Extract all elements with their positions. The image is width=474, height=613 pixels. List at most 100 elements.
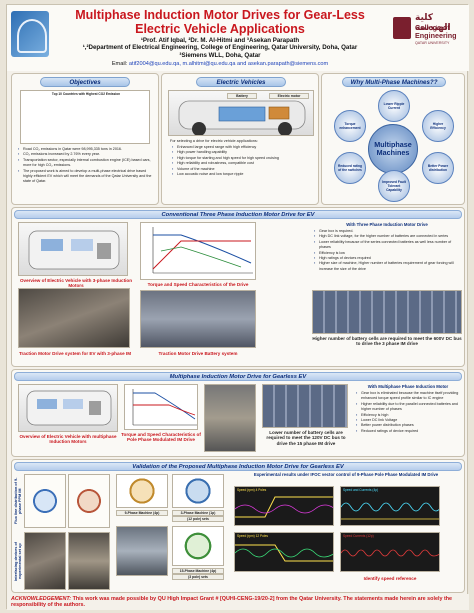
scope-speed-4p: Speed (rpm) 4 Poles bbox=[234, 486, 334, 526]
scope-label-2: Speed and Currents (4p) bbox=[343, 488, 379, 492]
objectives-bullets: Road CO₂ emissions in Qatar were 98,995,… bbox=[18, 147, 156, 185]
machine-15p-image bbox=[172, 526, 224, 566]
multiphase-right-heading: With Multiphase Phase Induction Motor bbox=[367, 384, 449, 389]
machine-photo bbox=[116, 526, 168, 576]
affiliation-line-2: ³Siemens WLL, Doha, Qatar bbox=[179, 51, 261, 59]
scope-speed-12p-trace bbox=[235, 544, 333, 562]
validation-bottom-caption: Identify speed reference bbox=[363, 576, 417, 581]
multiphase-ev-drawing bbox=[26, 390, 112, 426]
multiphase-bullet: Gear box is eliminated because the machi… bbox=[356, 391, 462, 402]
multiphase-battery-array bbox=[262, 384, 348, 428]
ev-bullets: Enhanced large speed range with high eff… bbox=[172, 145, 314, 178]
ev-motor-label: Electric motor bbox=[269, 93, 309, 100]
conventional-battery-array bbox=[312, 290, 462, 334]
multiphase-torque-speed-chart bbox=[124, 384, 198, 430]
multiphase-bullet: Efficiency is high bbox=[356, 413, 462, 419]
objectives-bullet: Transportation sector, especially intern… bbox=[18, 158, 156, 169]
conventional-panel: Conventional Three Phase Induction Motor… bbox=[11, 207, 465, 367]
conventional-ev-drawing bbox=[28, 230, 120, 270]
college-logo-subtext: QATAR UNIVERSITY bbox=[415, 41, 450, 45]
objectives-panel: Objectives Top 10 Countries with Highest… bbox=[11, 73, 159, 205]
ev-bullet: Volume of the machine bbox=[172, 167, 314, 173]
conventional-bullet: High ratings of devices required bbox=[314, 256, 462, 262]
ev-bullet: Low acoustic noise and low torque ripple bbox=[172, 172, 314, 178]
scope-currents-12p-trace bbox=[341, 549, 439, 557]
header: Multiphase Induction Motor Drives for Ge… bbox=[7, 5, 469, 71]
ev-schematic-drawing bbox=[178, 100, 306, 135]
co2-emission-chart: Top 10 Countries with Highest CO2 Emissi… bbox=[20, 90, 150, 144]
multiphase-benefit-bubble: Improved Fault Tolerant Capability bbox=[378, 170, 410, 202]
scope-label-3: Speed (rpm) 12 Poles bbox=[237, 534, 269, 538]
multiphase-benefit-bubble: Better Power distribution bbox=[422, 152, 454, 184]
multiphase-center-node: Multiphase Machines bbox=[368, 124, 418, 174]
ev-bullet: High torque for starting and high speed … bbox=[172, 156, 314, 162]
validation-title: Validation of the Proposed Multiphase In… bbox=[14, 462, 462, 471]
conventional-ev-overview-image bbox=[18, 222, 128, 276]
flux-distribution-image-2 bbox=[68, 474, 110, 528]
machine-15p-subtag: (3 pole) sets bbox=[172, 574, 224, 581]
validation-panel: Validation of the Proposed Multiphase In… bbox=[11, 459, 465, 593]
machine-3p-image bbox=[172, 474, 224, 508]
objectives-bullet: Road CO₂ emissions in Qatar were 98,995,… bbox=[18, 147, 156, 153]
conventional-title: Conventional Three Phase Induction Motor… bbox=[14, 210, 462, 219]
college-logo-arabic: كلية الهندسة bbox=[415, 13, 451, 33]
affiliation-line: ¹,²Department of Electrical Engineering,… bbox=[82, 44, 358, 52]
conventional-bullet: Gear box is required. bbox=[314, 229, 462, 235]
acknowledgement-text: This work was made possible by QU High I… bbox=[11, 596, 453, 608]
multiphase-benefit-bubble: Reduced rating of the switches bbox=[334, 152, 366, 184]
ev-bullet: Enhanced large speed range with high eff… bbox=[172, 145, 314, 151]
multiphase-bullet: Reduced ratings of device required bbox=[356, 429, 462, 435]
ev-schematic-image: Electric motor Battery bbox=[168, 90, 314, 136]
scope-speed-12p: Speed (rpm) 12 Poles bbox=[234, 532, 334, 572]
college-logo: كلية الهندسة College of Engineering QATA… bbox=[393, 13, 465, 57]
conventional-bullet: Lower reliability because of the series … bbox=[314, 240, 462, 251]
conventional-chart-caption: Torque and Speed Characteristics of the … bbox=[147, 282, 249, 287]
ev-bullet: High power handling capability bbox=[172, 150, 314, 156]
ev-bullet: High reliability and robustness, compati… bbox=[172, 161, 314, 167]
multiphase-chart-caption: Torque and Speed Characteristics of Pole… bbox=[121, 432, 201, 443]
conventional-bullet: Higher size of machine, Higher number of… bbox=[314, 261, 462, 272]
scope-label-4: Speed Currents (12p) bbox=[343, 534, 374, 538]
scope-currents-4p: Speed and Currents (4p) bbox=[340, 486, 440, 526]
electric-vehicles-title: Electric Vehicles bbox=[196, 77, 286, 87]
multiphase-benefit-bubble: Torque enhancement bbox=[334, 110, 366, 142]
scope-currents-12p: Speed Currents (12p) bbox=[340, 532, 440, 572]
conventional-bullet: High DC link voltage, for the higher num… bbox=[314, 234, 462, 240]
multiphase-benefit-bubble: Lower Ripple Current bbox=[378, 90, 410, 122]
conventional-overview-caption: Overview of Electric Vehicle with 3-phas… bbox=[19, 278, 133, 289]
conventional-battery-caption: Higher number of battery cells are requi… bbox=[312, 336, 462, 347]
conventional-torque-speed-drawing bbox=[152, 227, 253, 274]
multiphase-title: Multiphase Induction Motor Drive for Gea… bbox=[14, 372, 462, 381]
conventional-bullets: Gear box is required. High DC link volta… bbox=[314, 229, 462, 272]
machine-9p-tag: 9-Phase Machine (4p) bbox=[116, 510, 168, 517]
email-links[interactable]: atif2004@qu.edu.qa, m.alhitmi@qu.edu.qa … bbox=[128, 61, 329, 67]
poster: Multiphase Induction Motor Drives for Ge… bbox=[6, 4, 469, 610]
email-label: Email: bbox=[111, 61, 128, 67]
experimental-setup-photo-1 bbox=[24, 532, 66, 590]
why-multiphase-panel: Why Multi-Phase Machines?? Multiphase Ma… bbox=[321, 73, 465, 205]
interfacing-side-label: Interfacing devices of experimental set … bbox=[14, 541, 22, 581]
multiphase-bullet: Lower DC link Voltage bbox=[356, 418, 462, 424]
emails-line: Email: atif2004@qu.edu.qa, m.alhitmi@qu.… bbox=[55, 61, 385, 67]
flux-distribution-image-1 bbox=[24, 474, 66, 528]
scope-currents-4p-trace bbox=[341, 502, 439, 520]
conventional-right-heading: With Three Phase Induction Motor Drive bbox=[346, 222, 428, 227]
experimental-setup-photo-2 bbox=[68, 532, 110, 590]
flux-line-side-label: Flux line distribution of 9-phase PPM IM bbox=[14, 477, 22, 525]
conventional-battery-photo-caption: Traction Motor Drive Battery system bbox=[158, 351, 238, 356]
multiphase-drive-photo bbox=[204, 384, 256, 452]
machine-3p-tag: 3-Phase Machine (1p) bbox=[172, 510, 224, 517]
acknowledgement-footer: ACKNOWLEDGEMENT: This work was made poss… bbox=[7, 594, 469, 610]
multiphase-panel: Multiphase Induction Motor Drive for Gea… bbox=[11, 369, 465, 457]
objectives-title: Objectives bbox=[40, 77, 130, 87]
objectives-bullet: CO₂ emissions increased by 2.76% every y… bbox=[18, 152, 156, 158]
conventional-battery-photo bbox=[140, 290, 256, 348]
results-heading: Experimental results under IFOC vector c… bbox=[253, 472, 439, 477]
ev-intro-text: For selecting a drive for electric vehic… bbox=[170, 139, 258, 143]
machine-9p-image bbox=[116, 474, 168, 508]
multiphase-overview-caption: Overview of Electric Vehicle with multip… bbox=[19, 434, 117, 445]
authors-block: ¹Prof. Atif Iqbal, ²Dr. M. Al-Hitmi and … bbox=[55, 37, 385, 59]
conventional-teardown-photo bbox=[18, 288, 130, 348]
authors-line: ¹Prof. Atif Iqbal, ²Dr. M. Al-Hitmi and … bbox=[140, 37, 300, 44]
machine-3p-subtag: (12 pole) sets bbox=[172, 516, 224, 523]
